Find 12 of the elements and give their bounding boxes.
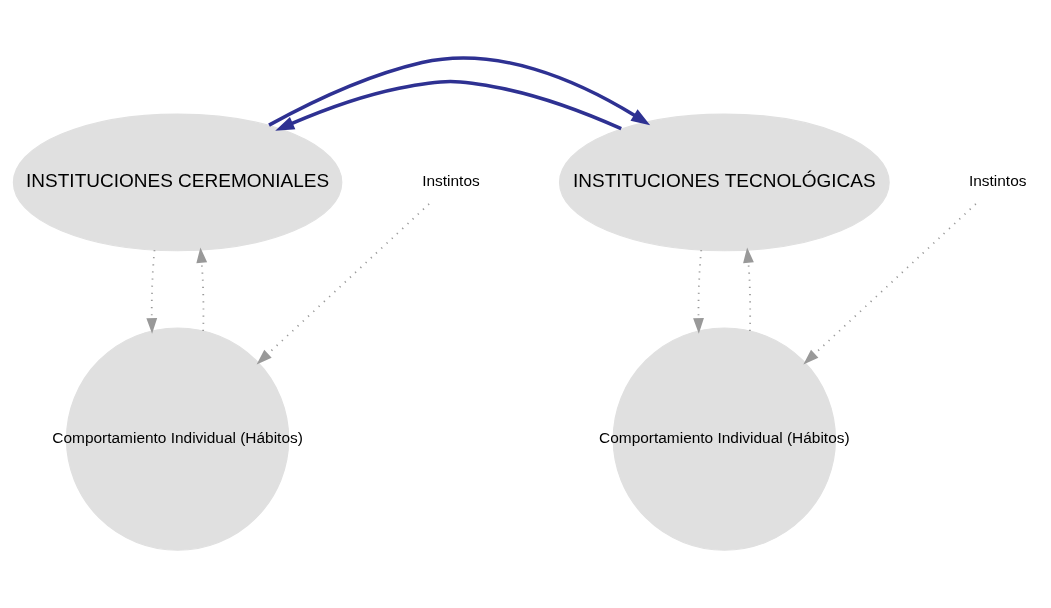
arrow [256,203,430,365]
node-ellipse: INSTITUCIONES CEREMONIALES [12,113,343,252]
node-text: Instintos [968,172,1027,190]
node-ellipse: INSTITUCIONES TECNOLÓGICAS [558,113,890,252]
arrow [803,203,977,365]
arrow [275,79,622,131]
arrow [743,247,754,332]
arrow [146,249,158,334]
arrow [693,249,704,334]
arrow [196,247,208,332]
node-text: Instintos [422,172,480,190]
arrow [268,56,651,127]
